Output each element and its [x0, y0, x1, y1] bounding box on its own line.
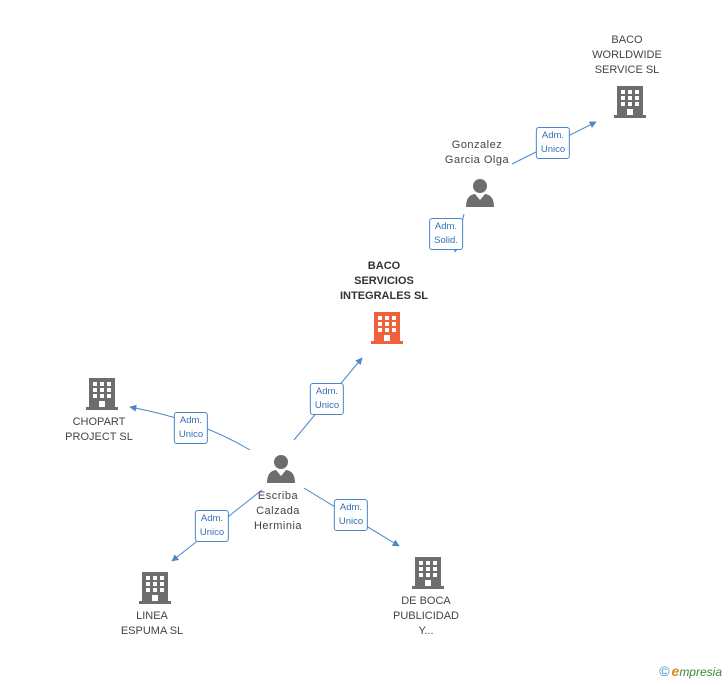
brand-e: e	[671, 663, 680, 679]
copyright-symbol: ©	[659, 663, 670, 679]
node-label-escriba[interactable]: Escriba Calzada Herminia	[253, 490, 303, 532]
relation-badge[interactable]: Adm. Unico	[333, 499, 369, 531]
person-icon[interactable]	[465, 178, 495, 208]
building-icon[interactable]	[614, 84, 646, 118]
node-label-linea[interactable]: LINEA ESPUMA SL	[120, 610, 184, 637]
node-label-baco-servicios[interactable]: BACO SERVICIOS INTEGRALES SL	[339, 260, 429, 302]
building-icon-highlighted[interactable]	[371, 310, 403, 344]
building-icon[interactable]	[139, 570, 171, 604]
person-icon[interactable]	[266, 454, 296, 484]
relation-badge[interactable]: Adm. Unico	[535, 127, 571, 159]
empresia-logo: ©empresia	[659, 663, 722, 679]
relation-badge[interactable]: Adm. Unico	[309, 383, 345, 415]
node-label-chopart[interactable]: CHOPART PROJECT SL	[65, 416, 133, 443]
node-label-gonzalez[interactable]: Gonzalez Garcia Olga	[444, 139, 510, 166]
relation-badge[interactable]: Adm. Solid.	[429, 218, 463, 250]
relation-badge[interactable]: Adm. Unico	[194, 510, 230, 542]
building-icon[interactable]	[86, 376, 118, 410]
node-label-deboca[interactable]: DE BOCA PUBLICIDAD Y...	[392, 595, 460, 637]
building-icon[interactable]	[412, 555, 444, 589]
brand-rest: mpresia	[679, 665, 722, 679]
node-label-baco-worldwide[interactable]: BACO WORLDWIDE SERVICE SL	[592, 34, 662, 76]
relation-badge[interactable]: Adm. Unico	[173, 412, 209, 444]
